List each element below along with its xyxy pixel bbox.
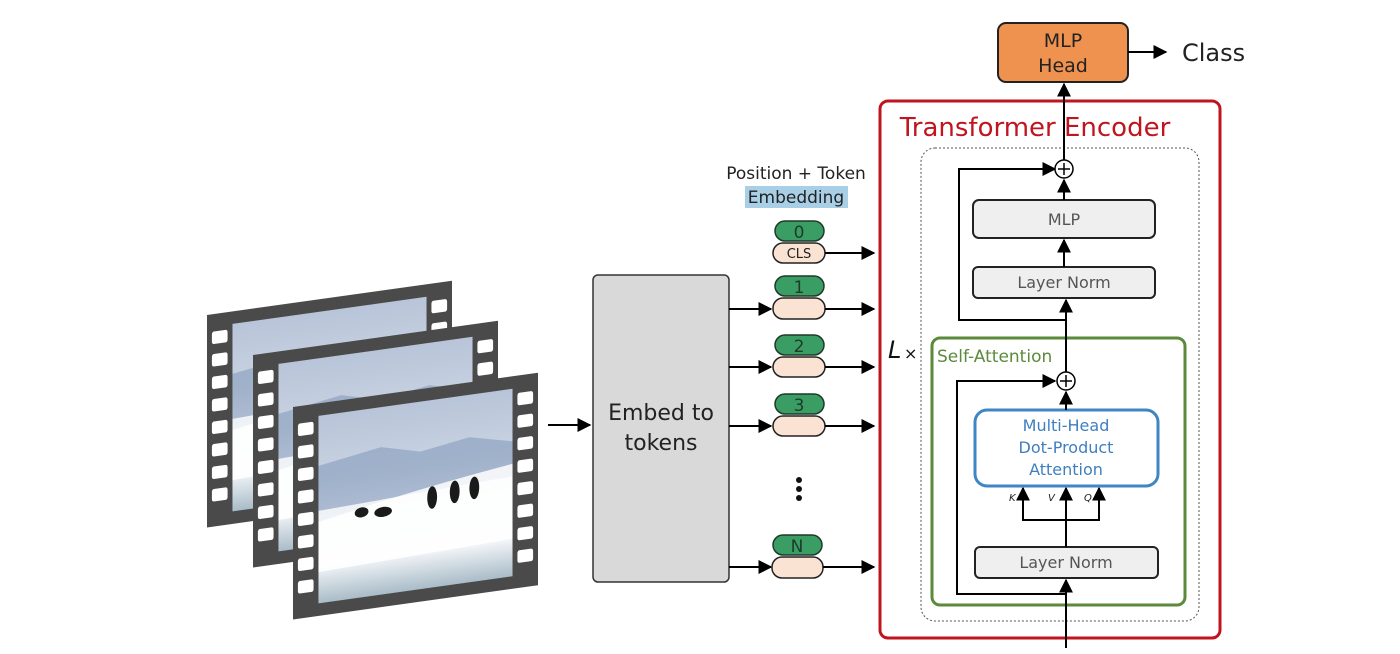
add-node-mlp [1054,159,1074,179]
embed-to-tokens-block: Embed to tokens [592,274,730,583]
q-label: Q [1084,493,1092,504]
token-ellipsis [796,477,802,501]
token-3: 3 [729,393,876,437]
attention-line3: Attention [1029,460,1103,479]
embed-label-line1: Embed to [608,401,714,426]
v-label: V [1048,493,1056,504]
token-2: 2 [729,334,876,378]
position-label-3: 3 [794,396,805,416]
encoder-title: Transformer Encoder [899,113,1171,143]
attention-line2: Dot-Product [1019,438,1114,457]
encoder-layer-block [920,147,1200,622]
repeat-label: L [888,336,901,364]
film-frame-front [293,372,538,620]
residual-connection-mlp [958,162,1066,321]
layer-norm-top: Layer Norm [972,266,1156,299]
mlp-head: MLP Head [997,22,1129,83]
layer-norm-top-label: Layer Norm [1017,273,1110,292]
layer-norm-bottom-label: Layer Norm [1019,553,1112,572]
transformer-encoder: Transformer Encoder L × Self-Attention L… [878,99,1222,648]
self-attention-title: Self-Attention [937,347,1052,367]
position-label-1: 1 [794,278,805,298]
embedding-highlight [745,186,848,208]
position-label-0: 0 [794,223,805,243]
layer-norm-bottom: Layer Norm [974,546,1159,579]
k-label: K [1009,493,1017,504]
embedding-title-line2: Embedding [748,188,844,208]
token-1: 1 [729,275,876,320]
position-label-n: N [791,537,804,557]
add-node-attention [1056,371,1076,391]
token-0: 0 CLS [772,220,876,264]
token-n: N [729,534,876,579]
mlp-head-line1: MLP [1044,30,1082,52]
self-attention-block [930,336,1187,607]
multi-head-attention: Multi-Head Dot-Product Attention [973,408,1160,488]
mlp-head-line2: Head [1038,55,1088,77]
video-frames [207,280,538,620]
token-label-cls: CLS [787,247,812,262]
position-label-2: 2 [794,337,805,357]
mlp-block: MLP [972,199,1156,239]
qkv-branch: K V Q [1009,486,1106,547]
embedding-title-line1: Position + Token [726,164,866,184]
mlp-label: MLP [1048,210,1081,229]
repeat-symbol: × [904,344,917,363]
residual-connection-attention [956,374,1066,595]
embed-label-line2: tokens [625,431,698,456]
attention-line1: Multi-Head [1023,416,1110,435]
class-output-label: Class [1182,39,1245,67]
